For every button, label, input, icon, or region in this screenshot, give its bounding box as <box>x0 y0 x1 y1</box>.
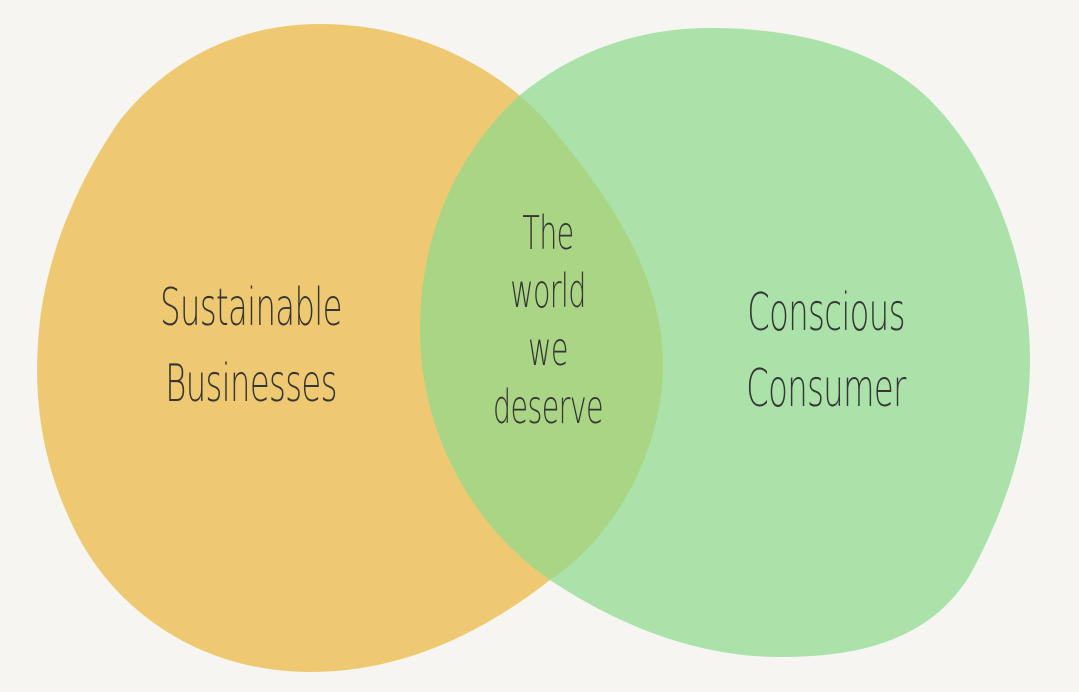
intersection-label: The world we deserve <box>486 204 610 436</box>
set-label-line: Consumer <box>746 359 906 419</box>
set-label-sustainable-businesses: Sustainable Businesses <box>158 270 344 422</box>
set-label-conscious-consumer: Conscious Consumer <box>733 275 919 427</box>
set-label-line: Conscious <box>747 283 905 343</box>
intersection-label-line: we <box>528 322 568 376</box>
intersection-label-line: deserve <box>493 380 603 434</box>
intersection-label-line: world <box>510 264 586 318</box>
set-label-line: Businesses <box>165 354 337 414</box>
intersection-label-line: The <box>522 206 574 260</box>
set-label-line: Sustainable <box>160 278 342 338</box>
